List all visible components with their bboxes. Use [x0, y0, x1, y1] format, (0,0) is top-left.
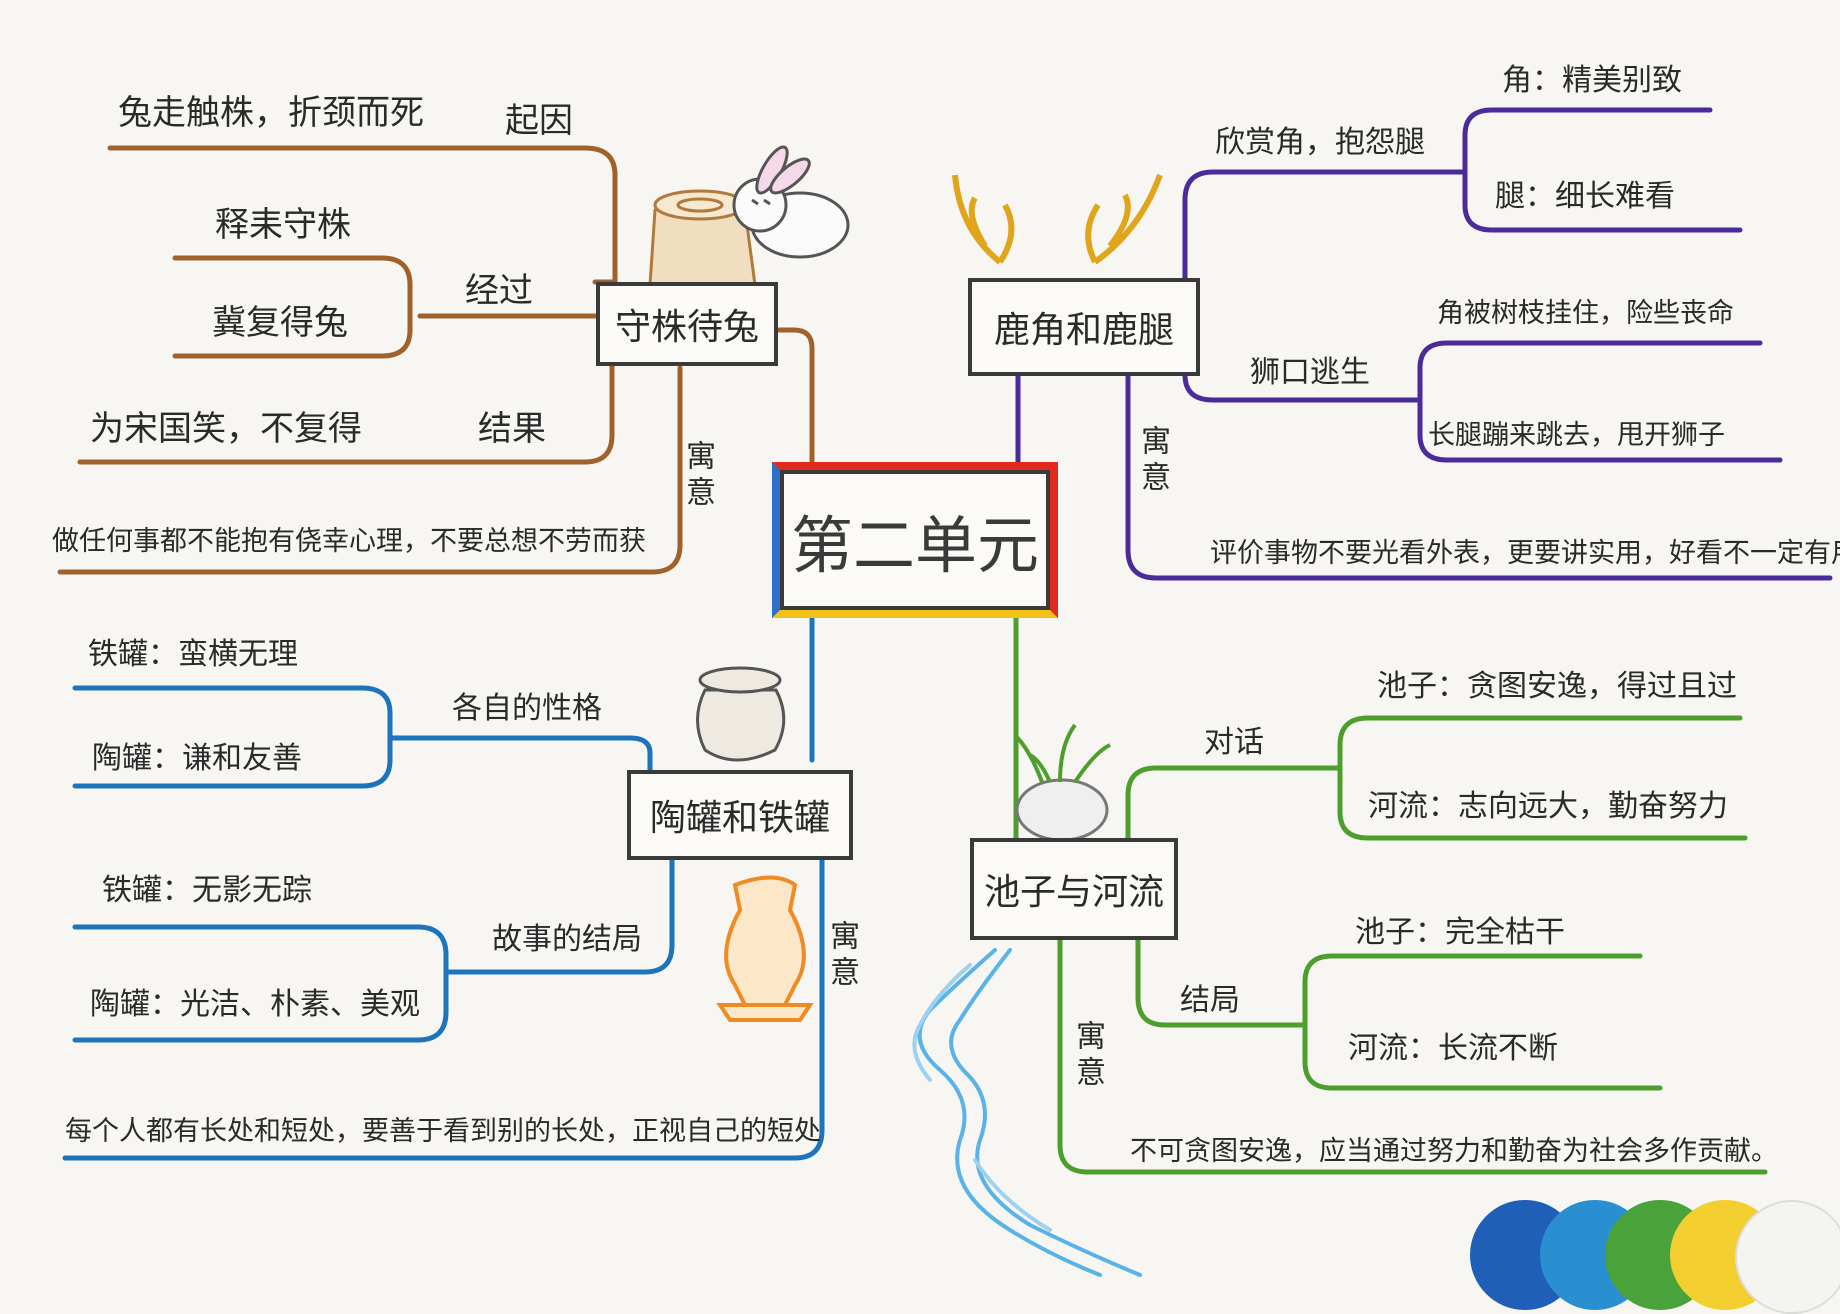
plant-rock-icon — [1013, 723, 1111, 842]
pond-pond-dialogue: 池子：贪图安逸，得过且过 — [1377, 669, 1737, 704]
pond-river-ending: 河流：长流不断 — [1348, 1031, 1558, 1066]
rabbit-process-label: 经过 — [465, 271, 533, 311]
jars-moral-label: 寓意 — [824, 920, 859, 992]
deer-admire-label: 欣赏角，抱怨腿 — [1215, 125, 1425, 160]
rabbit-process-2: 冀复得兔 — [212, 303, 348, 343]
deer-escape-2: 长腿蹦来跳去，甩开狮子 — [1428, 420, 1725, 451]
color-swatch-5 — [1735, 1200, 1840, 1314]
jars-moral: 每个人都有长处和短处，要善于看到别的长处，正视自己的短处 — [65, 1116, 821, 1147]
rabbit-moral: 做任何事都不能抱有侥幸心理，不要总想不劳而获 — [52, 526, 646, 557]
jars-personality-label: 各自的性格 — [452, 691, 602, 726]
deer-escape-1: 角被树枝挂住，险些丧命 — [1437, 298, 1734, 329]
pond-ending-label: 结局 — [1180, 983, 1240, 1018]
branch-lines — [57, 107, 1833, 1277]
pond-pond-ending: 池子：完全枯干 — [1355, 915, 1565, 950]
deer-escape-label: 狮口逃生 — [1250, 355, 1370, 390]
rabbit-icon — [732, 145, 850, 259]
pond-moral-label: 寓意 — [1070, 1020, 1105, 1092]
deer-moral: 评价事物不要光看外表，更要讲实用，好看不一定有用。 — [1210, 538, 1840, 569]
rabbit-cause: 兔走触株，折颈而死 — [118, 93, 424, 133]
river-illustration — [912, 948, 1142, 1277]
jars-clay-ending: 陶罐：光洁、朴素、美观 — [90, 987, 420, 1022]
antlers-icon — [952, 173, 1163, 265]
rabbit-result-label: 结果 — [478, 409, 546, 449]
jars-iron-ending: 铁罐：无影无踪 — [102, 873, 312, 908]
deer-story-box: 鹿角和鹿腿 — [968, 278, 1200, 376]
pond-story-box: 池子与河流 — [970, 838, 1178, 940]
center-title: 第二单元 — [772, 462, 1058, 618]
jars-ending-label: 故事的结局 — [492, 922, 642, 957]
rabbit-story-box: 守株待兔 — [596, 282, 778, 366]
clay-pot-icon — [696, 666, 786, 762]
deer-horn: 角：精美别致 — [1502, 63, 1682, 98]
jars-clay-personality: 陶罐：谦和友善 — [92, 741, 302, 776]
vase-icon — [716, 875, 814, 1022]
deer-leg: 腿：细长难看 — [1495, 179, 1675, 214]
deer-moral-label: 寓意 — [1135, 425, 1170, 497]
pond-dialogue-label: 对话 — [1204, 725, 1264, 760]
rabbit-cause-label: 起因 — [505, 101, 573, 141]
rabbit-result: 为宋国笑，不复得 — [90, 409, 362, 449]
tree-stump-icon — [648, 189, 757, 287]
jars-story-box: 陶罐和铁罐 — [627, 770, 853, 860]
rabbit-moral-label: 寓意 — [680, 440, 715, 512]
rabbit-process-1: 释耒守株 — [215, 205, 351, 245]
pond-river-dialogue: 河流：志向远大，勤奋努力 — [1368, 789, 1728, 824]
jars-iron-personality: 铁罐：蛮横无理 — [88, 637, 298, 672]
pond-moral: 不可贪图安逸，应当通过努力和勤奋为社会多作贡献。 — [1130, 1136, 1778, 1167]
